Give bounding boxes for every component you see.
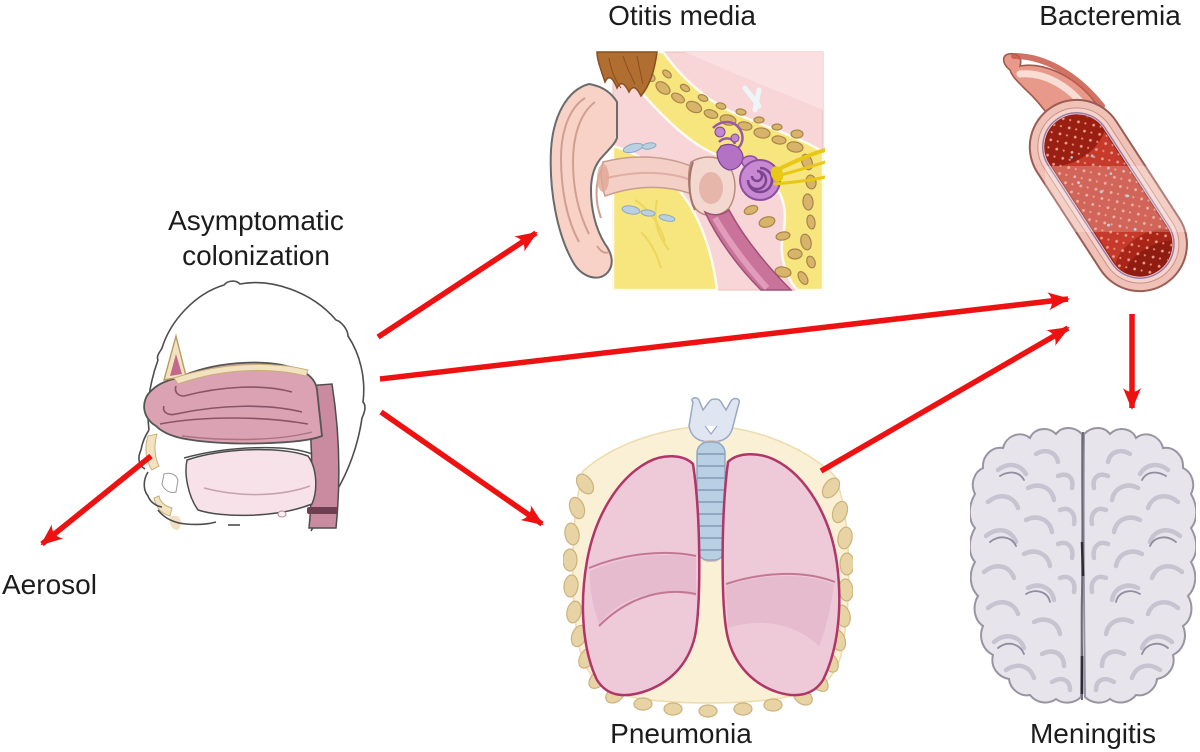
outer-ear-pinna [549,82,618,279]
eustachian-tube [703,208,793,291]
nose-tip [138,449,146,470]
blood-vessel-illustration [1002,52,1200,293]
cochlea [739,155,781,201]
ear-anatomy-illustration [549,50,825,292]
arrow-colonization-to-bacteremia [379,292,1070,382]
ossicles [712,120,744,171]
eardrum [688,161,696,211]
aerosol-label: Aerosol [2,569,97,600]
oral-cavity [185,448,317,517]
pneumonia-label: Pneumonia [610,718,752,749]
otitis-media-label: Otitis media [608,0,756,31]
colonization-label-line2: colonization [182,240,330,271]
colonization-label-line1: Asymptomatic [168,205,344,236]
arrow-pneumonia-to-bacteremia [819,325,1070,474]
arrow-colonization-to-otitis-media [376,230,538,340]
vessel-tube [1028,98,1188,293]
colonization-label: Asymptomatic colonization [106,203,406,273]
hair-patch [596,51,658,98]
left-lung [581,455,701,697]
auditory-nerve [770,148,825,186]
trachea [696,440,726,562]
arrow-colonization-to-aerosol [40,453,153,547]
lungs-illustration [563,397,853,718]
arrow-colonization-to-pneumonia [379,409,544,527]
head-nasopharynx-illustration [138,280,366,532]
right-lung [721,453,841,697]
cartilage-slivers [621,142,676,222]
bacteremia-label: Bacteremia [1039,0,1181,31]
brain-illustration [970,427,1196,704]
meningitis-label: Meningitis [1029,718,1157,749]
chin-outline [157,509,217,526]
